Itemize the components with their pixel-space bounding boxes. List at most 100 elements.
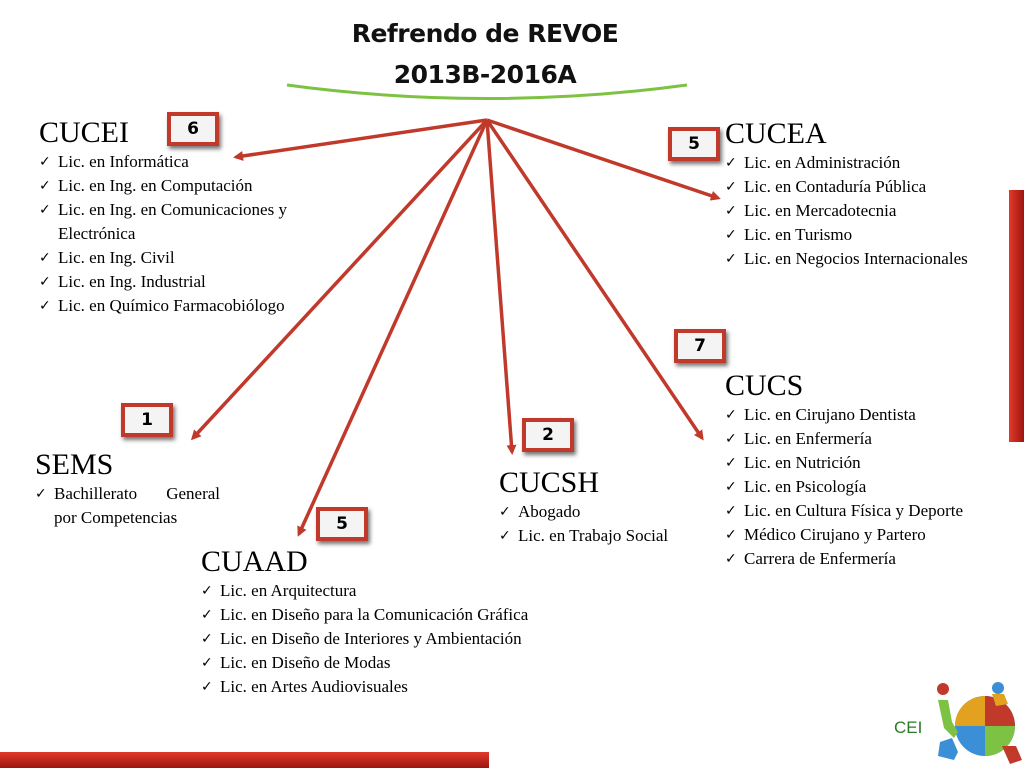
checkmark-icon: ✓ [39, 298, 51, 314]
program-label: Lic. en Negocios Internacionales [744, 249, 968, 268]
program-item: ✓ Lic. en Informática [39, 150, 344, 174]
program-label: Lic. en Trabajo Social [518, 526, 669, 545]
cucsh-block: CUCSH ✓ Abogado ✓ Lic. en Trabajo Social [499, 466, 719, 548]
cucea-title: CUCEA [725, 117, 827, 150]
program-label: Lic. en Psicología [744, 477, 867, 496]
program-item: ✓ Lic. en Enfermería [725, 427, 1015, 451]
checkmark-icon: ✓ [39, 154, 51, 170]
cucei-block: CUCEI ✓ Lic. en Informática ✓ Lic. en Ing. … [39, 116, 344, 318]
sems-title: SEMS [35, 448, 114, 481]
program-label: Médico Cirujano y Partero [744, 525, 926, 544]
cucei-title: CUCEI [39, 116, 129, 149]
checkmark-icon: ✓ [725, 251, 737, 267]
arrow-to-cucei [233, 118, 488, 161]
arrow-to-cucsh [485, 119, 517, 455]
program-label: Lic. en Informática [58, 152, 189, 171]
program-item: ✓Médico Cirujano y Partero [725, 523, 1015, 547]
checkmark-icon: ✓ [201, 631, 213, 647]
program-label: Lic. en Ing. en Comunicaciones y Electró… [58, 200, 287, 243]
program-label: Lic. en Cultura Física y Deporte [744, 501, 964, 520]
cucea-program-list: ✓ Lic. en Administración ✓ Lic. en Contadur… [725, 151, 1015, 271]
program-label: Lic. en Ing. Industrial [58, 272, 206, 291]
checkmark-icon: ✓ [725, 455, 737, 471]
cucs-count-badge: 7 [674, 329, 726, 363]
checkmark-icon: ✓ [725, 179, 737, 195]
cucea-block: CUCEA ✓ Lic. en Administración ✓ Lic. en Co… [725, 117, 1015, 271]
program-item: ✓Lic. en Químico Farmacobiólogo [39, 294, 344, 318]
cucs-program-list: ✓ Lic. en Cirujano Dentista ✓ Lic. en Enfer… [725, 403, 1015, 571]
checkmark-icon: ✓ [725, 431, 737, 447]
program-label: Carrera de Enfermería [744, 549, 896, 568]
cuaad-program-list: ✓ Lic. en Arquitectura ✓ Lic. en Diseño par… [201, 579, 601, 699]
program-item: ✓ Abogado [499, 500, 719, 524]
program-item: ✓Lic. en Psicología [725, 475, 1015, 499]
checkmark-icon: ✓ [35, 486, 47, 502]
checkmark-icon: ✓ [499, 504, 511, 520]
program-item: ✓ Lic. en Mercadotecnia [725, 199, 1015, 223]
arrow-to-cucs [485, 119, 704, 441]
program-label: Lic. en Contaduría Pública [744, 177, 927, 196]
cuaad-block: CUAAD ✓Lic. en Arquitectura✓Lic. en Dise… [201, 545, 601, 699]
checkmark-icon: ✓ [39, 178, 51, 194]
program-item: ✓ Lic. en Nutrición [725, 451, 1015, 475]
program-item: ✓ Bachillerato General por Competencias [35, 482, 220, 530]
checkmark-icon: ✓ [725, 407, 737, 423]
program-label: Lic. en Arquitectura [220, 581, 357, 600]
checkmark-icon: ✓ [39, 250, 51, 266]
program-item: ✓Lic. en Diseño de Modas [201, 651, 601, 675]
sems-block: SEMS ✓ Bachillerato General por Competenc… [35, 448, 220, 530]
title-line-2: 2013B-2016A [393, 60, 577, 89]
program-label: Bachillerato General por Competencias [54, 484, 220, 527]
bottom-accent-bar [0, 752, 489, 768]
checkmark-icon: ✓ [39, 274, 51, 290]
cucei-count-badge: 6 [167, 112, 219, 146]
program-label: Lic. en Nutrición [744, 453, 861, 472]
cucs-block: CUCS ✓Lic. en Cirujano Dentista✓Lic. en … [725, 369, 1015, 571]
arrow-to-cucea [486, 118, 721, 201]
program-item: ✓ Lic. en Cultura Física y Deporte [725, 499, 1015, 523]
checkmark-icon: ✓ [201, 607, 213, 623]
checkmark-icon: ✓ [725, 503, 737, 519]
cei-logo-text: CEI [894, 718, 923, 737]
program-label: Lic. en Administración [744, 153, 901, 172]
program-item: ✓ Lic. en Negocios Internacionales [725, 247, 1015, 271]
checkmark-icon: ✓ [725, 551, 737, 567]
program-item: ✓ Lic. en Ing. Civil [39, 246, 344, 270]
sems-program-list: ✓ Bachillerato General por Competencias [35, 482, 220, 530]
program-item: ✓ Lic. en Cirujano Dentista [725, 403, 1015, 427]
program-item: ✓ Lic. en Contaduría Pública [725, 175, 1015, 199]
cucsh-program-list: ✓ Abogado ✓ Lic. en Trabajo Social [499, 500, 719, 548]
checkmark-icon: ✓ [201, 655, 213, 671]
program-item: ✓Lic. en Turismo [725, 223, 1015, 247]
cucsh-title: CUCSH [499, 466, 600, 499]
program-label: Lic. en Enfermería [744, 429, 872, 448]
program-item: ✓ Lic. en Trabajo Social [499, 524, 719, 548]
program-label: Lic. en Ing. Civil [58, 248, 175, 267]
program-label: Lic. en Artes Audiovisuales [220, 677, 408, 696]
program-item: ✓ Lic. en Diseño para la Comunicación Grá… [201, 603, 601, 627]
checkmark-icon: ✓ [39, 202, 51, 218]
checkmark-icon: ✓ [725, 203, 737, 219]
sems-count-badge: 1 [121, 403, 173, 437]
program-item: ✓ Lic. en Ing. Industrial [39, 270, 344, 294]
program-label: Lic. en Mercadotecnia [744, 201, 897, 220]
puzzle-people-logo-icon [937, 682, 1022, 764]
program-item: ✓ Carrera de Enfermería [725, 547, 1015, 571]
cucs-title: CUCS [725, 369, 804, 402]
program-label: Lic. en Diseño para la Comunicación Gráf… [220, 605, 529, 624]
cucsh-count-badge: 2 [522, 418, 574, 452]
right-accent-bar [1009, 190, 1024, 442]
program-item: ✓Lic. en Diseño de Interiores y Ambienta… [201, 627, 601, 651]
checkmark-icon: ✓ [201, 583, 213, 599]
program-label: Lic. en Ing. en Computación [58, 176, 253, 195]
cucea-count-badge: 5 [668, 127, 720, 161]
program-item: ✓ Lic. en Ing. en Comunicaciones y Electr… [39, 198, 344, 246]
title-line-1: Refrendo de REVOE [351, 19, 619, 48]
program-label: Lic. en Cirujano Dentista [744, 405, 916, 424]
program-label: Lic. en Turismo [744, 225, 853, 244]
checkmark-icon: ✓ [725, 155, 737, 171]
cuaad-count-badge: 5 [316, 507, 368, 541]
program-label: Abogado [518, 502, 581, 521]
checkmark-icon: ✓ [499, 528, 511, 544]
